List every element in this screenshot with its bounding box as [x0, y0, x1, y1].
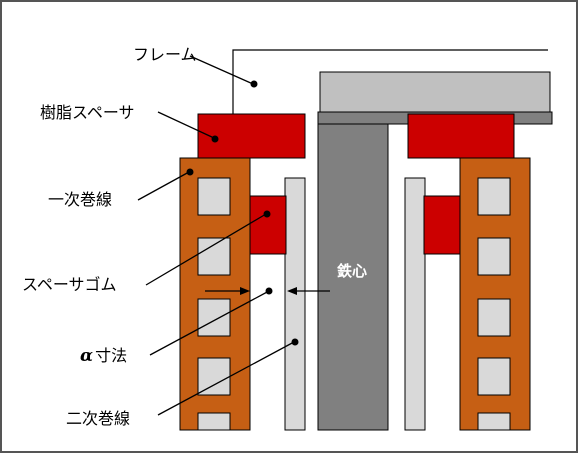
spacer-rubber-right — [423, 195, 463, 255]
secondary-winding-right — [404, 177, 426, 431]
resin-spacer-right — [407, 113, 515, 159]
secondary-winding-left — [284, 177, 306, 431]
leader-dots — [186, 80, 299, 346]
label-secondary-winding: 二次巻線 — [66, 409, 130, 428]
dot-secondary-winding — [291, 338, 299, 346]
dot-spacer-rubber — [263, 210, 271, 218]
dot-alpha — [265, 287, 273, 295]
dot-primary-winding — [186, 168, 194, 176]
label-resin-spacer: 樹脂スペーサ — [40, 103, 135, 122]
frame-gray-bar — [319, 71, 551, 113]
leader-secondary-winding — [157, 341, 295, 416]
label-spacer-rubber: スペーサゴム — [22, 275, 117, 294]
alpha-dimension-marker — [205, 287, 330, 295]
primary-winding-left-windows — [197, 177, 231, 431]
label-alpha-text: 寸法 — [95, 346, 127, 365]
label-primary-winding: 一次巻線 — [48, 190, 112, 209]
leader-lines — [137, 55, 295, 416]
primary-winding-right-windows — [477, 177, 511, 431]
frame-outline — [232, 49, 548, 114]
dot-resin-spacer — [211, 135, 219, 143]
leader-alpha — [149, 290, 270, 356]
leader-primary-winding — [137, 171, 190, 201]
leader-resin-spacer — [157, 111, 215, 139]
label-iron-core: 鉄心 — [337, 262, 367, 280]
leader-frame — [189, 55, 254, 85]
bottom-band — [2, 431, 576, 451]
label-frame: フレーム — [133, 45, 197, 64]
label-alpha-symbol: α — [80, 346, 93, 366]
leader-spacer-rubber — [145, 213, 267, 286]
spacer-rubber-left — [249, 195, 287, 255]
dot-frame — [250, 80, 258, 88]
